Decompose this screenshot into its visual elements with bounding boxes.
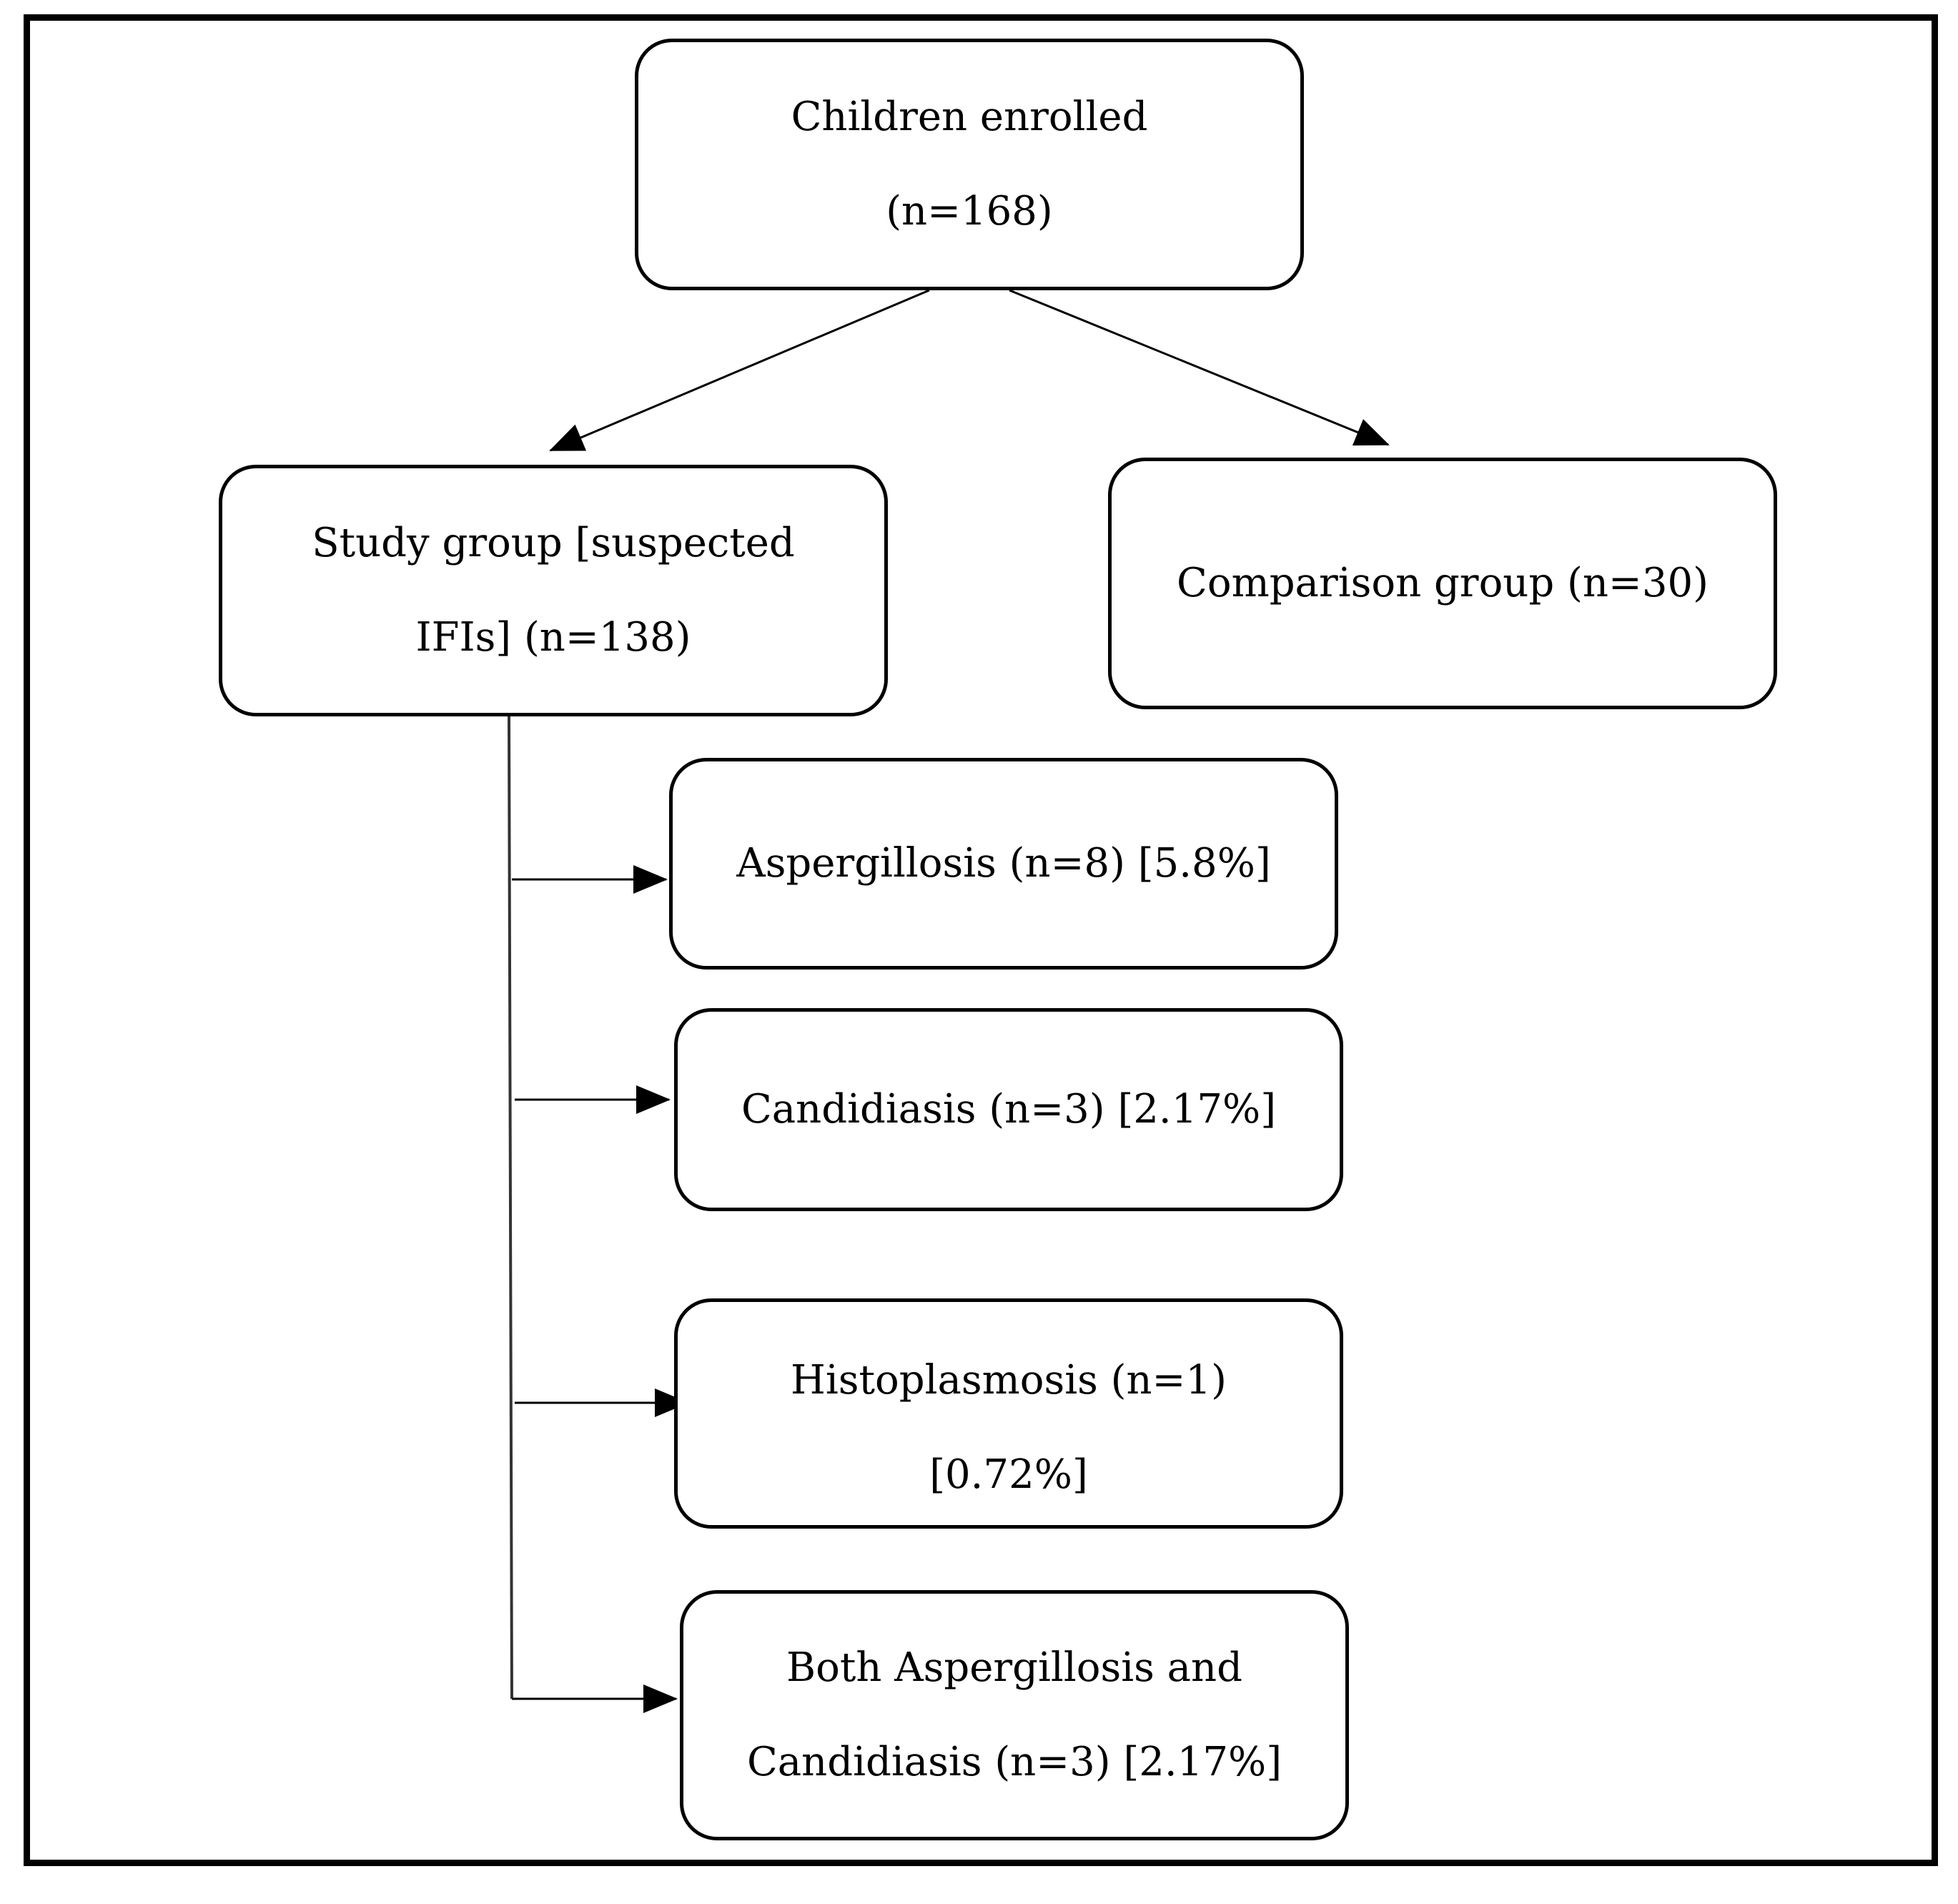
both-label-line1: Both Aspergillosis and	[786, 1644, 1242, 1691]
candidiasis-box: Candidiasis (n=3) [2.17%]	[674, 1008, 1343, 1211]
both-aspergillosis-candidiasis-box: Both Aspergillosis and Candidiasis (n=3)…	[680, 1590, 1349, 1840]
study-group-box: Study group [suspected IFIs] (n=138)	[219, 465, 888, 716]
children-enrolled-box: Children enrolled (n=168)	[635, 39, 1304, 290]
study-group-label-line2: IFIs] (n=138)	[415, 614, 691, 661]
children-enrolled-count: (n=168)	[886, 188, 1053, 235]
arrow-root-to-study	[549, 289, 930, 452]
histoplasmosis-label-line2: [0.72%]	[929, 1451, 1088, 1498]
children-enrolled-label: Children enrolled	[791, 94, 1148, 140]
comparison-group-label: Comparison group (n=30)	[1177, 560, 1709, 606]
aspergillosis-label: Aspergillosis (n=8) [5.8%]	[736, 840, 1271, 887]
arrow-root-to-comparison	[1009, 289, 1390, 446]
study-group-trunk	[508, 716, 513, 1700]
histoplasmosis-label-line1: Histoplasmosis (n=1)	[791, 1357, 1227, 1404]
both-label-line2: Candidiasis (n=3) [2.17%]	[746, 1739, 1282, 1785]
histoplasmosis-box: Histoplasmosis (n=1) [0.72%]	[674, 1298, 1343, 1529]
comparison-group-box: Comparison group (n=30)	[1108, 458, 1777, 709]
candidiasis-label: Candidiasis (n=3) [2.17%]	[741, 1086, 1277, 1133]
diagram-frame	[24, 14, 1938, 1866]
study-group-label-line1: Study group [suspected	[312, 520, 795, 566]
aspergillosis-box: Aspergillosis (n=8) [5.8%]	[669, 758, 1338, 970]
